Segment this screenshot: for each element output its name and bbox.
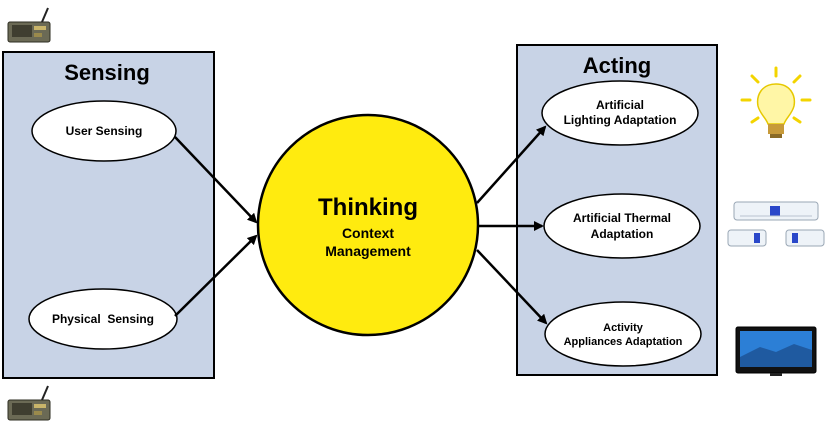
user-sensing-node: User Sensing	[31, 100, 177, 162]
sensor-device-icon	[7, 7, 51, 43]
arrow-thinking-to-appliances	[476, 249, 548, 325]
thinking-line1: Context	[342, 225, 394, 241]
sensing-title: Sensing	[64, 60, 150, 85]
sensor-device-icon-bottom	[7, 385, 51, 421]
physical-sensing-label: Physical Sensing	[52, 312, 154, 326]
lighting-adaptation-node: Artificial Lighting Adaptation	[541, 80, 699, 146]
arrow-user-to-thinking	[174, 136, 258, 224]
light-bulb-icon	[740, 66, 812, 138]
air-conditioner-icon	[727, 201, 825, 247]
thermal-adaptation-line1: Artificial Thermal	[573, 211, 671, 225]
physical-sensing-node: Physical Sensing	[28, 288, 178, 350]
thermal-adaptation-line2: Adaptation	[591, 227, 654, 241]
thinking-title: Thinking	[318, 194, 418, 221]
user-sensing-label: User Sensing	[66, 124, 143, 138]
appliances-adaptation-node: Activity Appliances Adaptation	[544, 301, 702, 367]
acting-title: Acting	[583, 53, 651, 78]
appliances-adaptation-line1: Activity	[603, 322, 644, 334]
arrow-physical-to-thinking	[174, 234, 258, 317]
thermal-adaptation-node: Artificial Thermal Adaptation	[543, 193, 701, 259]
arrow-thinking-to-lighting	[476, 125, 547, 204]
television-icon	[735, 326, 817, 376]
thinking-line2: Management	[325, 243, 411, 259]
thinking-node: Thinking Context Management	[256, 113, 480, 337]
appliances-adaptation-line2: Appliances Adaptation	[564, 336, 683, 348]
lighting-adaptation-line2: Lighting Adaptation	[564, 113, 677, 127]
lighting-adaptation-line1: Artificial	[596, 98, 644, 112]
